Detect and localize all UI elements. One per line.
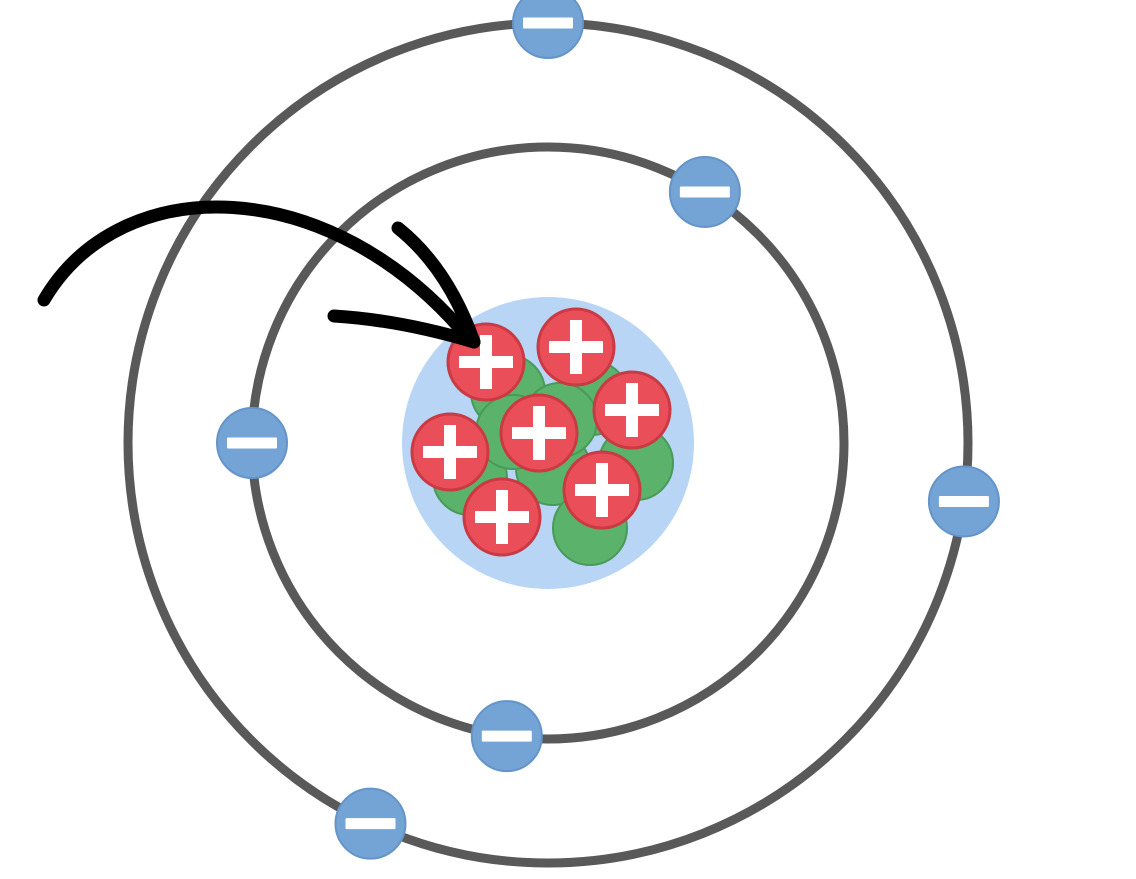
plus-icon xyxy=(605,383,659,437)
curved-arrow-icon xyxy=(37,200,481,349)
nucleus xyxy=(402,297,694,589)
electron xyxy=(668,155,741,228)
proton xyxy=(536,307,616,387)
electron xyxy=(216,407,288,479)
plus-icon xyxy=(459,335,513,389)
minus-icon xyxy=(938,495,989,507)
plus-icon xyxy=(575,463,629,517)
electron xyxy=(927,465,1000,538)
proton xyxy=(592,370,672,450)
arrow-head-lower xyxy=(327,309,481,349)
electron xyxy=(470,700,543,773)
minus-icon xyxy=(523,17,573,29)
minus-icon xyxy=(227,437,277,449)
proton xyxy=(562,450,642,530)
proton xyxy=(499,393,579,473)
plus-icon xyxy=(423,425,477,479)
minus-icon xyxy=(679,186,730,198)
arrow-head-upper xyxy=(391,221,481,349)
minus-icon xyxy=(481,730,532,742)
plus-icon xyxy=(512,406,566,460)
minus-icon xyxy=(345,818,396,830)
plus-icon xyxy=(475,490,529,544)
electron xyxy=(512,0,584,59)
proton xyxy=(462,477,542,557)
arrow-shaft xyxy=(37,200,477,347)
electron xyxy=(334,787,407,860)
proton xyxy=(410,412,490,492)
electrons xyxy=(216,0,1000,860)
plus-icon xyxy=(549,320,603,374)
